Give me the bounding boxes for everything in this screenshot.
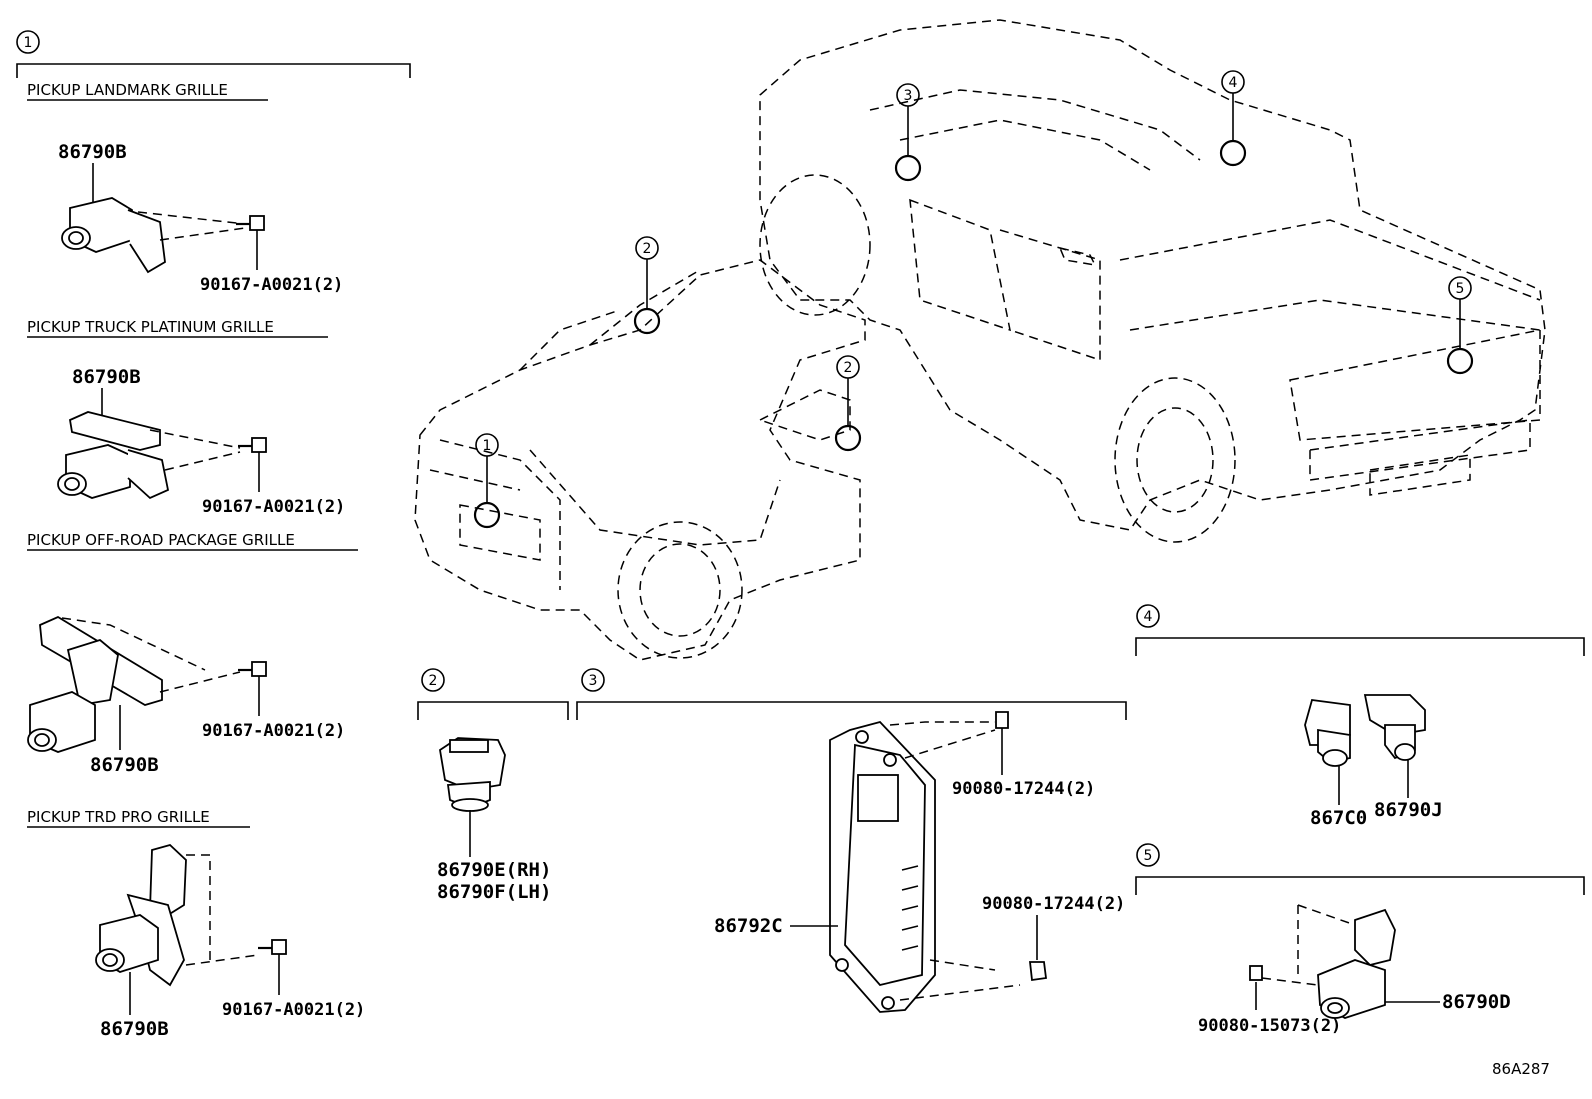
part-number-86790d: 86790D <box>1442 991 1511 1013</box>
assembly-dashes <box>185 854 259 966</box>
vehicle-illustration: 1 2 2 3 4 5 <box>414 19 1546 661</box>
assembly-dashes <box>889 721 996 759</box>
assembly-dashes <box>1261 904 1356 986</box>
front-wheel <box>617 521 743 659</box>
vehicle-callout-1: 1 <box>473 433 501 529</box>
callout-5-label: 5 <box>1144 848 1153 864</box>
screw-icon <box>995 711 1009 729</box>
bolt-icon <box>238 437 267 453</box>
front-truck-outline <box>414 259 866 661</box>
section-3: 3 90080-17244(2) 90080-17244(2) 86792C <box>576 668 1127 1013</box>
bolt-icon <box>238 661 267 677</box>
grille-panel <box>459 504 541 561</box>
screw-icon <box>1028 961 1048 982</box>
bolt-icon <box>236 215 265 231</box>
heading-trd-pro-grille: PICKUP TRD PRO GRILLE <box>27 808 210 826</box>
camera-icon <box>1304 694 1426 767</box>
screw-icon <box>1249 965 1263 981</box>
part-number-867c0: 867C0 <box>1310 807 1367 829</box>
part-number-86790f: 86790F(LH) <box>437 881 551 903</box>
assembly-dashes <box>149 429 241 471</box>
camera-icon <box>1317 908 1396 1019</box>
screw-number-bottom: 90080-17244(2) <box>982 894 1125 914</box>
camera-icon <box>61 197 166 274</box>
callout-3-label: 3 <box>589 673 598 689</box>
rear-step <box>1369 454 1471 496</box>
screw-number-top: 90080-17244(2) <box>952 779 1095 799</box>
vehicle-callout-2a-label: 2 <box>643 241 652 257</box>
rear-bumper <box>1309 419 1531 481</box>
vehicle-callout-2a: 2 <box>633 236 661 335</box>
screw-number: 90080-15073(2) <box>1198 1016 1341 1036</box>
vehicle-callout-4-label: 4 <box>1229 75 1238 91</box>
bolt-number: 90167-A0021(2) <box>222 1000 365 1020</box>
assembly-dashes <box>137 211 246 241</box>
vehicle-callout-1-label: 1 <box>483 438 492 454</box>
vehicle-callout-3: 3 <box>894 83 922 182</box>
assembly-dashes <box>899 959 1021 1001</box>
callout-2-label: 2 <box>429 673 438 689</box>
rear-truck-outline <box>759 19 1546 531</box>
mirror-outline <box>758 389 851 441</box>
windshield-line <box>519 269 701 371</box>
callout-circle-1 <box>16 30 40 54</box>
bolt-number: 90167-A0021(2) <box>200 275 343 295</box>
vehicle-callout-2b: 2 <box>834 355 862 452</box>
door-outlines <box>909 198 1101 362</box>
heading-off-road-grille: PICKUP OFF-ROAD PACKAGE GRILLE <box>27 531 295 549</box>
camera-icon <box>439 737 506 812</box>
part-number-86792c: 86792C <box>714 915 783 937</box>
callout-circle-3 <box>581 668 605 692</box>
part-number-86790b: 86790B <box>90 754 159 776</box>
rear-left-wheel <box>759 174 871 316</box>
front-wheel-hub <box>639 543 721 637</box>
vehicle-callout-4: 4 <box>1219 70 1247 167</box>
rear-wheel <box>1114 377 1236 543</box>
vehicle-callout-5: 5 <box>1446 276 1474 375</box>
grille-line <box>429 439 561 590</box>
cab-window-lines <box>869 89 1201 171</box>
camera-icon <box>57 411 170 500</box>
section-1: 1 PICKUP LANDMARK GRILLE 86790B 90167-A0… <box>16 30 411 1040</box>
bolt-number: 90167-A0021(2) <box>202 497 345 517</box>
vehicle-callout-5-label: 5 <box>1456 281 1465 297</box>
diagram-code: 86A287 <box>1492 1060 1550 1078</box>
hood-line <box>529 449 781 546</box>
section-4: 4 867C0 86790J <box>1135 604 1585 829</box>
bolt-icon <box>258 939 287 955</box>
assembly-dashes <box>61 617 241 693</box>
section-5: 5 90080-15073(2) 86790D <box>1135 843 1585 1036</box>
heading-landmark-grille: PICKUP LANDMARK GRILLE <box>27 81 228 99</box>
part-number-86790b: 86790B <box>100 1018 169 1040</box>
section-1-bracket <box>16 63 411 78</box>
callout-1-label: 1 <box>24 35 33 51</box>
part-number-86790j: 86790J <box>1374 799 1443 821</box>
ecu-module-icon <box>829 720 936 1013</box>
vehicle-callout-3-label: 3 <box>904 88 913 104</box>
camera-icon <box>27 615 163 753</box>
door-handle <box>1058 246 1097 266</box>
camera-icon <box>95 843 187 987</box>
heading-platinum-grille: PICKUP TRUCK PLATINUM GRILLE <box>27 318 274 336</box>
section-2-bracket <box>417 701 569 720</box>
part-number-86790b: 86790B <box>72 366 141 388</box>
vehicle-callout-2b-label: 2 <box>844 360 853 376</box>
callout-circle-4 <box>1136 604 1160 628</box>
callout-4-label: 4 <box>1144 609 1153 625</box>
rear-wheel-hub <box>1136 407 1214 513</box>
section-4-bracket <box>1135 637 1585 656</box>
part-number-86790e: 86790E(RH) <box>437 859 551 881</box>
callout-circle-2 <box>421 668 445 692</box>
section-3-bracket <box>576 701 1127 720</box>
bed-lines <box>1119 219 1541 331</box>
callout-circle-5 <box>1136 843 1160 867</box>
bolt-number: 90167-A0021(2) <box>202 721 345 741</box>
part-number-86790b: 86790B <box>58 141 127 163</box>
tailgate-outline <box>1289 329 1541 441</box>
section-2: 2 86790E(RH) 86790F(LH) <box>417 668 569 903</box>
section-5-bracket <box>1135 876 1585 895</box>
